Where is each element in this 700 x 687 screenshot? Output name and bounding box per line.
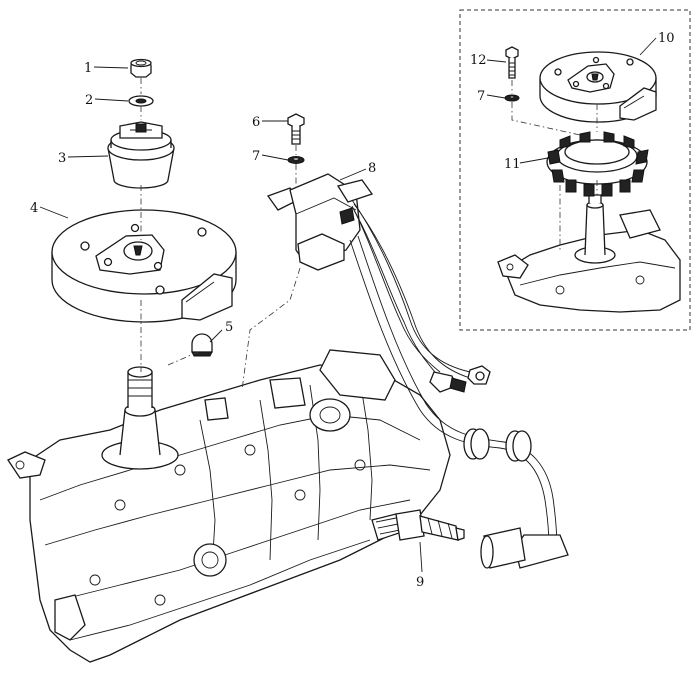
stator-washer	[504, 94, 520, 102]
callout-5: 5	[225, 320, 233, 335]
engine-block	[7, 349, 451, 663]
callout-7: 7	[252, 149, 260, 164]
washer	[128, 95, 154, 107]
coil-wires	[351, 199, 491, 393]
woodruff-key	[191, 333, 213, 357]
ignition-coil	[266, 173, 374, 271]
callout-1: 1	[84, 61, 92, 76]
stator	[546, 131, 649, 197]
stator-bolt	[505, 46, 519, 79]
callout-6: 6	[252, 115, 260, 130]
callout-8: 8	[368, 161, 376, 176]
flywheel-cup	[107, 121, 175, 189]
inset-engine-block	[497, 194, 681, 313]
coil-washer	[287, 156, 305, 164]
callout-11: 11	[504, 157, 521, 172]
callout-2: 2	[85, 93, 93, 108]
spark-plug-lead	[349, 235, 569, 569]
callout-9: 9	[416, 575, 424, 590]
nut	[130, 58, 152, 78]
callout-10: 10	[658, 31, 675, 46]
callout-7-inset: 7	[477, 89, 485, 104]
callout-3: 3	[58, 151, 66, 166]
spark-plug	[371, 509, 465, 541]
coil-bolt	[287, 113, 305, 145]
flywheel	[51, 209, 237, 323]
callout-4: 4	[30, 201, 38, 216]
inset-flywheel	[539, 51, 657, 123]
callout-labels: 1 2 3 4 5 6 7 8 9 10 11 12 7	[30, 31, 675, 590]
assembly-centerlines	[140, 78, 598, 391]
inset-box	[459, 9, 691, 331]
leader-lines	[39, 37, 657, 573]
callout-12: 12	[470, 53, 487, 68]
